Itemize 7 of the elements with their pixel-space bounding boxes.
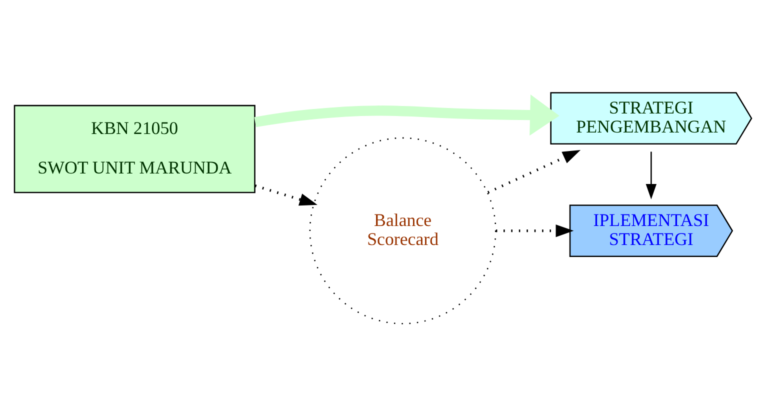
arrow [646,152,657,200]
arrow [254,94,560,136]
arrow [496,224,574,238]
arrow [254,184,318,206]
node-circle: Balance Scorecard [309,137,496,324]
node-box: KBN 21050 SWOT UNIT MARUNDA [14,104,256,194]
arrow [487,150,581,194]
